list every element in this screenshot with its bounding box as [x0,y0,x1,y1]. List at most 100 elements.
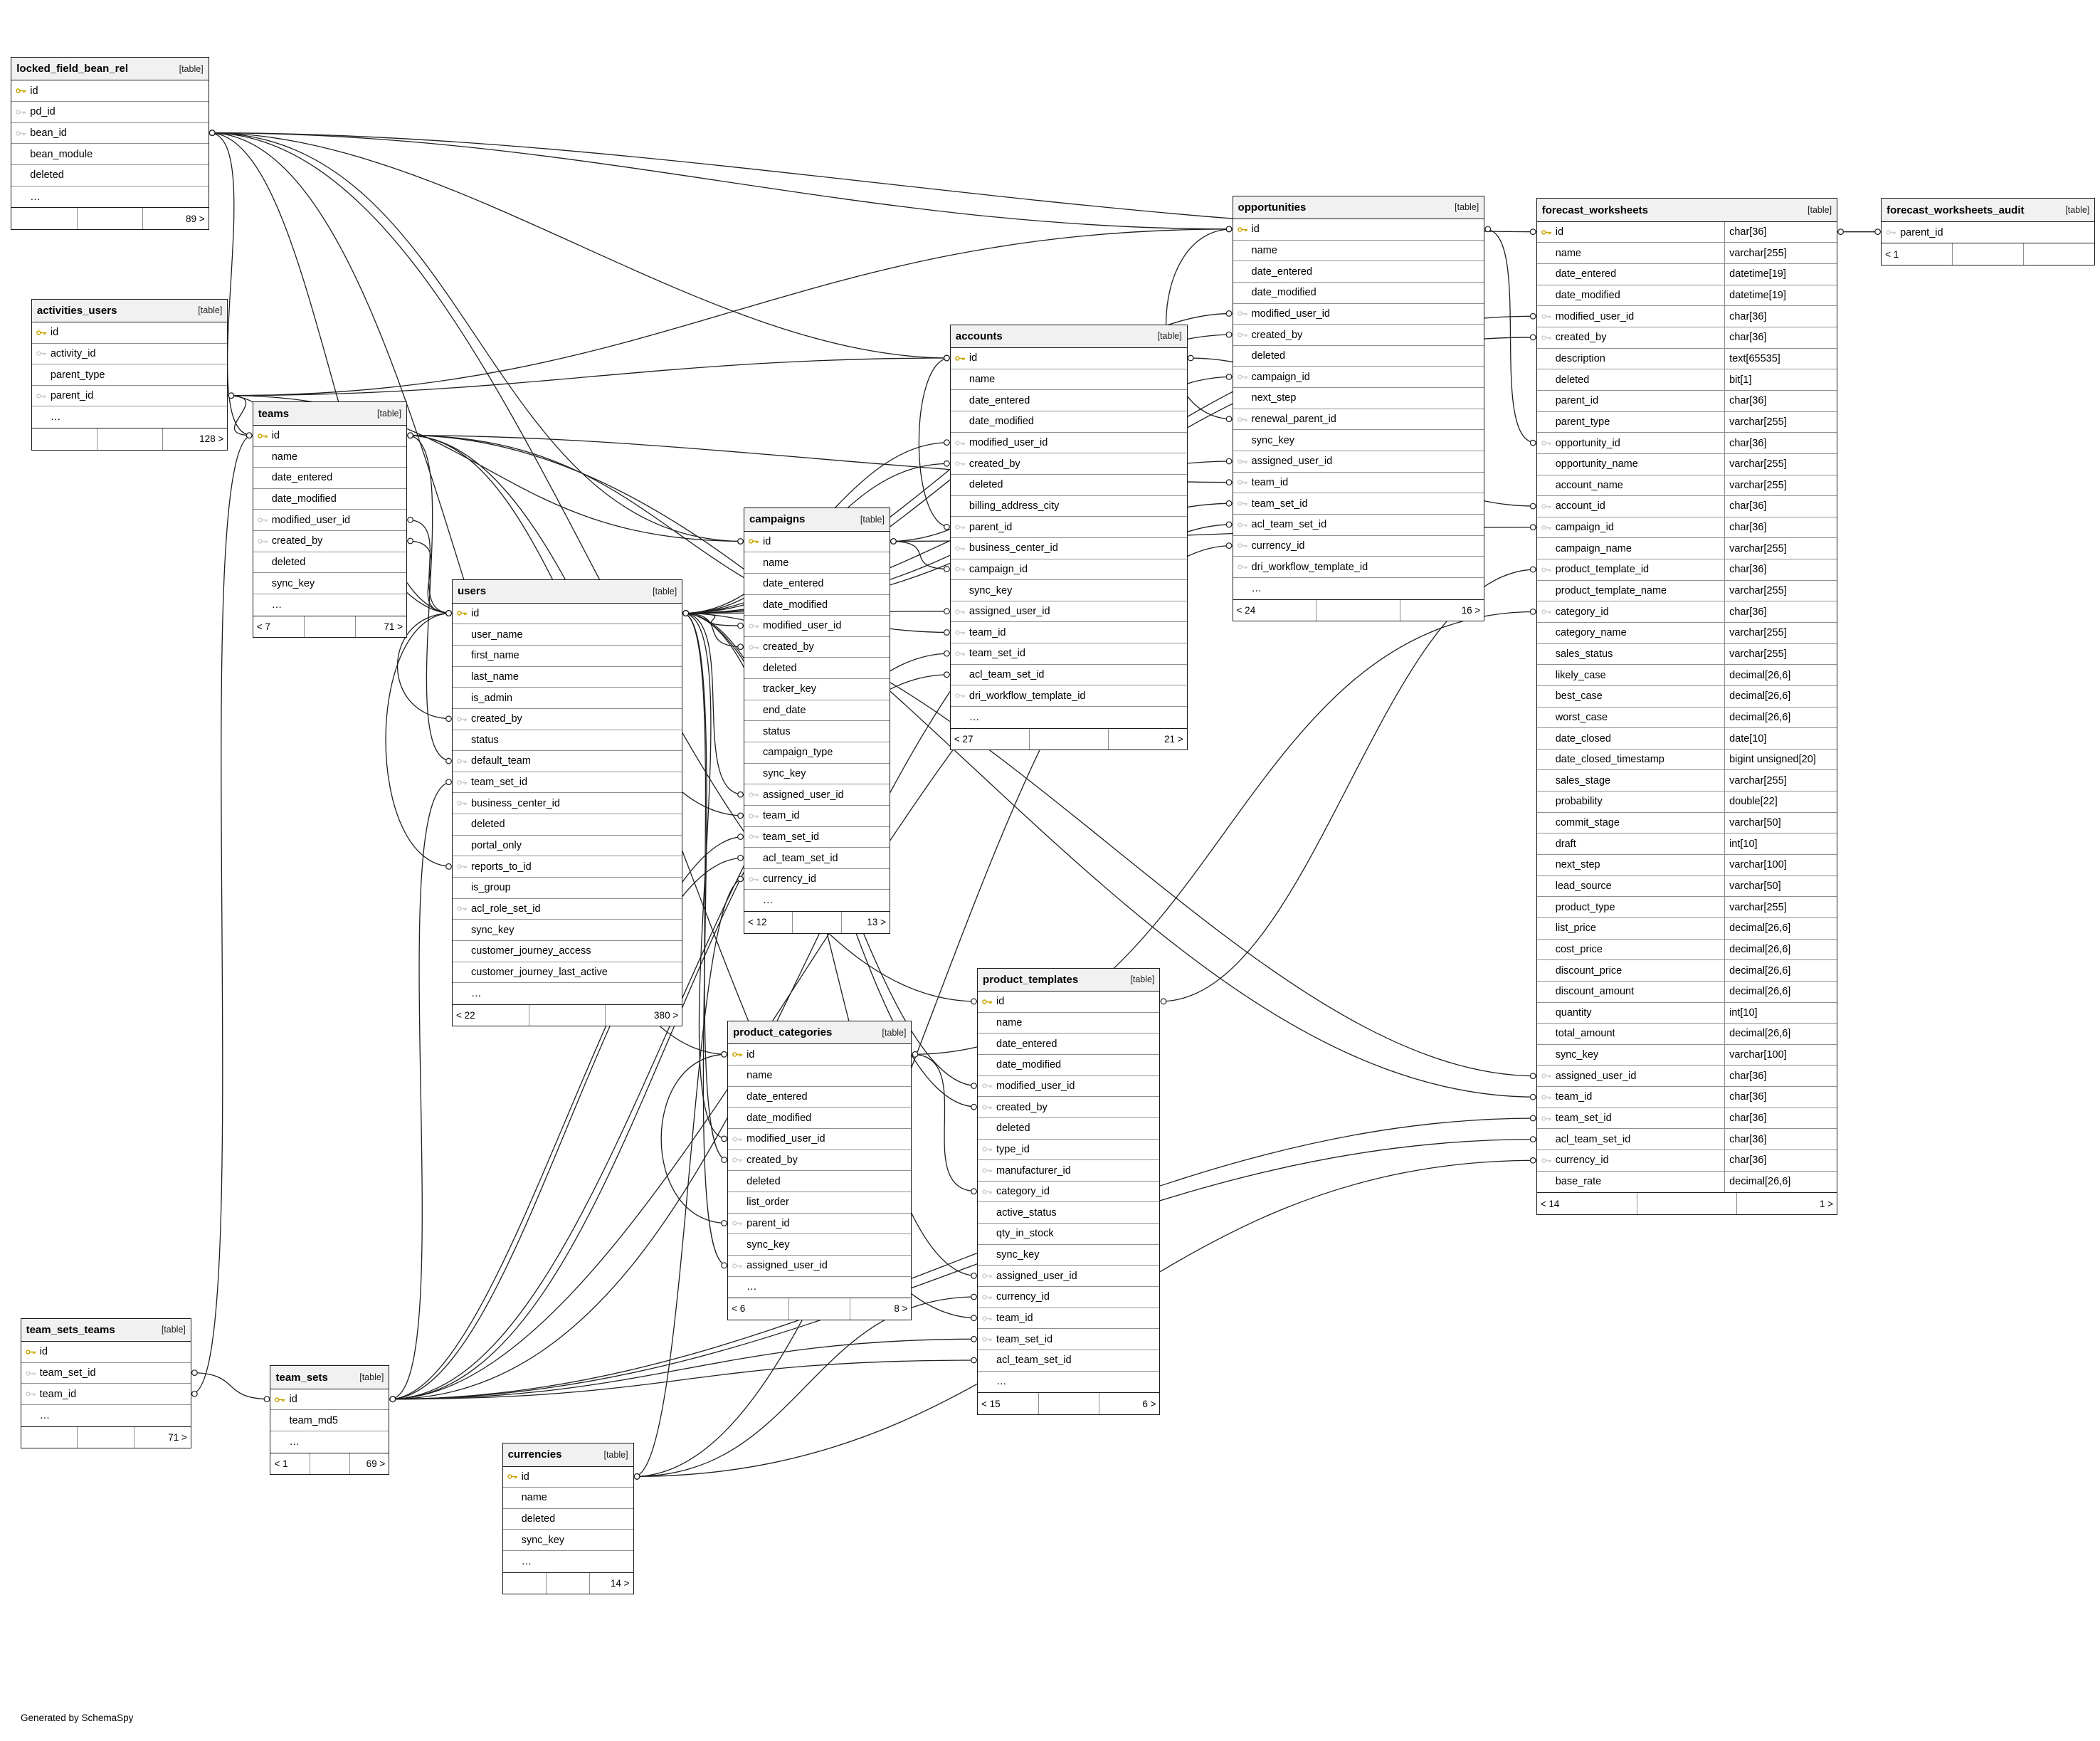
column-row: date_entered [744,574,890,595]
table-header[interactable]: team_sets_teams[table] [21,1318,191,1342]
column-row: active_status [978,1202,1160,1224]
column-name: assigned_user_id [996,1270,1077,1282]
column-name: … [746,1281,757,1293]
column-name: deleted [746,1175,781,1187]
column-type: char[36] [1724,390,1832,411]
table-header[interactable]: forecast_worksheets_audit[table] [1882,199,2095,222]
table-name[interactable]: team_sets_teams [26,1323,115,1336]
footer-child-count: 14 > [589,1572,633,1594]
relationship-line [918,357,950,527]
column-name: team_md5 [289,1414,338,1426]
column-name: id [969,352,978,364]
relationship-endpoint [191,1390,198,1397]
relationship-endpoint [737,812,744,819]
footer-child-count: 89 > [142,208,208,229]
column-row: name [502,1488,633,1509]
table-footer: 89 > [11,207,209,229]
footer-child-count: 8 > [850,1298,911,1320]
table-header[interactable]: users[table] [453,580,682,604]
column-name: draft [1555,838,1576,850]
foreign-key-icon [1237,416,1252,423]
column-row: currency_id [1233,536,1484,557]
table-header[interactable]: campaigns[table] [744,508,890,532]
column-name: date_modified [1251,287,1317,299]
table-header[interactable]: forecast_worksheets[table] [1536,199,1837,222]
table-name[interactable]: users [458,585,487,598]
table-header[interactable]: locked_field_bean_rel[table] [11,58,209,81]
table-header[interactable]: accounts[table] [950,325,1187,349]
foreign-key-icon [457,800,471,806]
table-name[interactable]: teams [258,407,290,420]
table-header[interactable]: activities_users[table] [31,299,228,322]
relationship-endpoint [445,610,452,616]
relationship-endpoint [1874,228,1882,236]
table-name[interactable]: campaigns [749,513,806,526]
column-name: date_modified [763,599,828,611]
relationship-endpoint [737,875,744,883]
column-row: deleted [978,1118,1160,1140]
table-header[interactable]: opportunities[table] [1233,196,1484,219]
column-row: bean_module [11,144,209,166]
table-name[interactable]: locked_field_bean_rel [16,63,128,75]
table-header[interactable]: teams[table] [253,402,407,426]
column-name: renewal_parent_id [1251,414,1336,426]
relationship-line [209,132,744,542]
relationship-line [389,857,744,1400]
relationship-line [397,612,453,720]
table-name[interactable]: accounts [955,330,1003,342]
column-name: team_set_id [996,1333,1053,1345]
table-name[interactable]: product_categories [733,1026,833,1039]
table-header[interactable]: product_templates[table] [978,968,1160,992]
table-name[interactable]: currencies [507,1448,562,1461]
relationship-endpoint [1225,500,1233,507]
relationship-line [682,612,744,795]
table-team_sets_teams[interactable]: team_sets_teams[table]id team_set_id team_… [20,1317,191,1449]
column-list: parent_id [1882,222,2094,243]
table-name[interactable]: activities_users [36,304,117,317]
table-name[interactable]: product_templates [983,973,1079,986]
table-name[interactable]: forecast_worksheets_audit [1887,204,2025,216]
relationship-line [890,540,950,570]
column-type: decimal[26,6] [1724,665,1832,685]
relationship-line [389,1338,978,1400]
column-type: datetime[19] [1724,264,1832,285]
column-name: modified_user_id [996,1080,1075,1092]
relationship-endpoint [737,622,744,629]
footer-parent-count [503,1573,546,1594]
table-name[interactable]: team_sets [275,1371,328,1384]
table-header[interactable]: team_sets[table] [270,1366,389,1389]
table-header[interactable]: currencies[table] [502,1443,633,1467]
table-header[interactable]: product_categories[table] [728,1021,912,1045]
column-name: team_set_id [39,1367,96,1379]
column-name: id [39,1346,48,1358]
primary-key-icon [955,355,969,362]
column-name: deleted [1555,374,1590,386]
column-name: created_by [969,458,1020,470]
relationship-line [407,435,1536,1098]
column-row: is_admin [453,688,682,709]
table-forecast_worksheets_audit[interactable]: forecast_worksheets_audit[table]parent_i… [1881,198,2096,265]
relationship-line [407,519,453,614]
footer-child-count [2023,243,2094,265]
table-name[interactable]: opportunities [1238,201,1307,214]
table-name[interactable]: forecast_worksheets [1541,204,1648,216]
